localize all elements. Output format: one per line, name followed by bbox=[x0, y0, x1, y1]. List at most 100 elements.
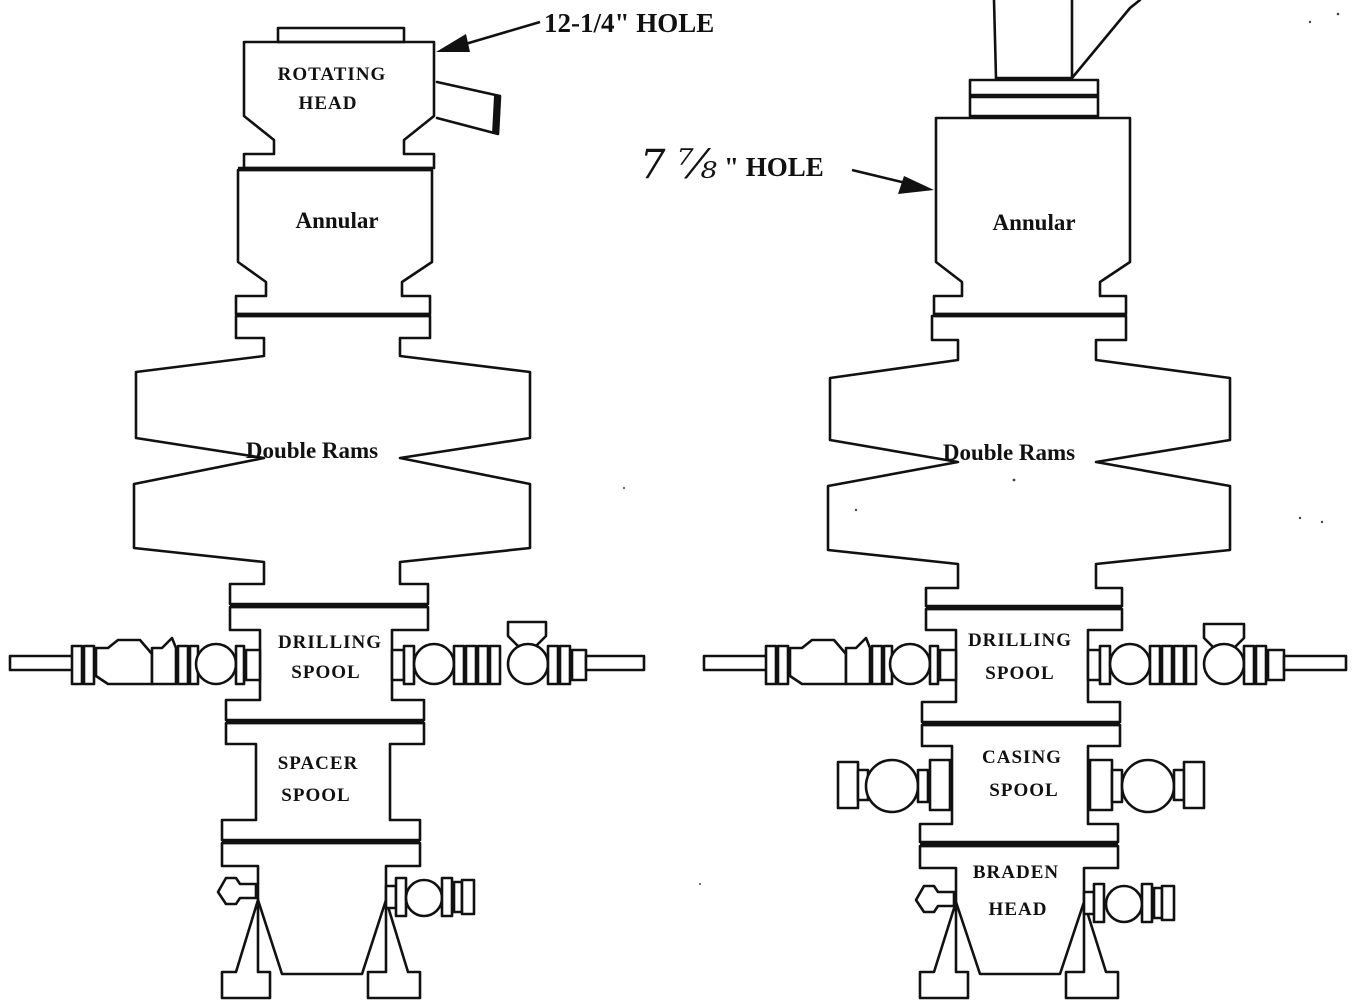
drilling-spool-label-line1: DRILLING bbox=[278, 632, 382, 653]
kill-line-pipe bbox=[702, 654, 770, 672]
valve-actuator bbox=[506, 620, 548, 648]
gate-valve bbox=[1104, 884, 1144, 924]
braden-head-body bbox=[918, 844, 1120, 976]
kill-line-pipe bbox=[8, 654, 76, 672]
gate-valve bbox=[194, 642, 238, 686]
valve-flange bbox=[570, 648, 588, 682]
spool-outlet bbox=[1086, 648, 1102, 682]
callout-arrow-line bbox=[851, 168, 911, 186]
valve-flange bbox=[836, 760, 860, 810]
flow-nipple bbox=[992, 0, 1142, 80]
valve-flange bbox=[488, 644, 502, 686]
left-spacer-spool: SPACER SPOOL bbox=[220, 721, 426, 845]
valve-flange bbox=[452, 644, 466, 686]
base-leg bbox=[918, 900, 970, 1000]
casing-spool-label-line2: SPOOL bbox=[989, 780, 1058, 801]
valve-flange bbox=[1182, 760, 1206, 810]
valve-flange bbox=[402, 644, 416, 686]
casing-valve bbox=[1120, 758, 1176, 814]
rotating-head-label-line1: ROTATING bbox=[278, 64, 387, 85]
rotating-head: ROTATING HEAD bbox=[242, 26, 502, 170]
left-kill-line bbox=[8, 636, 262, 686]
right-choke-line bbox=[1086, 622, 1348, 686]
valve-flange bbox=[1148, 644, 1162, 686]
right-braden-head: BRADEN HEAD bbox=[914, 844, 1176, 1000]
left-choke-line bbox=[390, 620, 646, 686]
valve-flange bbox=[1088, 758, 1114, 812]
valve-flange bbox=[1092, 882, 1106, 924]
valve-flange bbox=[476, 644, 490, 686]
side-outlet-plug bbox=[914, 884, 956, 914]
choke-line-pipe bbox=[1282, 654, 1348, 672]
valve-flange bbox=[464, 644, 478, 686]
rotating-head-body bbox=[242, 40, 436, 170]
hydraulic-valve bbox=[1202, 642, 1246, 686]
left-hole-size-label: 12-1/4" HOLE bbox=[544, 8, 714, 38]
rotating-head-cap bbox=[276, 26, 406, 44]
choke-line-pipe bbox=[584, 654, 646, 672]
spool-outlet bbox=[244, 648, 262, 682]
valve-flange bbox=[1242, 644, 1256, 686]
valve-flange bbox=[1098, 644, 1112, 686]
gate-valve bbox=[412, 642, 456, 686]
drilling-spool-label-line2: SPOOL bbox=[291, 662, 360, 683]
casing-valve bbox=[864, 758, 920, 814]
callout-arrowhead bbox=[436, 34, 470, 52]
valve-flange bbox=[1254, 644, 1268, 686]
flow-line-outlet bbox=[435, 80, 502, 136]
valve-flange bbox=[1266, 648, 1286, 682]
valve-flange bbox=[916, 768, 930, 804]
valve-flange bbox=[776, 644, 790, 686]
valve-flange bbox=[1140, 882, 1154, 924]
gate-valve bbox=[1108, 642, 1152, 686]
casing-spool-body bbox=[918, 723, 1122, 844]
right-hole-callout: 7 ⅞ " HOLE bbox=[640, 142, 934, 194]
spacer-spool-body bbox=[220, 721, 426, 842]
spool-outlet bbox=[938, 648, 958, 682]
double-rams-label: Double Rams bbox=[943, 440, 1075, 465]
valve-flange bbox=[1160, 884, 1176, 922]
left-annular: Annular bbox=[234, 166, 434, 318]
rotating-head-label-line2: HEAD bbox=[299, 93, 358, 114]
gate-valve bbox=[888, 642, 932, 686]
right-hole-size-label: " HOLE bbox=[724, 152, 824, 182]
valve-flange bbox=[234, 644, 246, 686]
valve-flange bbox=[82, 644, 96, 686]
left-double-rams: Double Rams bbox=[132, 314, 532, 606]
wellhead-body bbox=[220, 841, 422, 976]
spool-outlet bbox=[390, 648, 406, 682]
check-valve bbox=[94, 638, 154, 686]
right-annular: Annular bbox=[932, 116, 1132, 318]
valve-flange bbox=[844, 636, 872, 686]
base-leg bbox=[1064, 900, 1120, 1000]
braden-head-label-line1: BRADEN bbox=[973, 862, 1059, 883]
valve-flange bbox=[150, 636, 178, 686]
left-wellhead-base bbox=[216, 841, 476, 1000]
right-double-rams: Double Rams bbox=[826, 314, 1232, 608]
valve-flange bbox=[394, 876, 408, 918]
flow-line-end bbox=[492, 96, 500, 134]
base-leg bbox=[220, 898, 272, 1000]
valve-flange bbox=[1172, 644, 1186, 686]
right-hole-size-fraction: 7 ⅞ bbox=[640, 142, 717, 188]
callout-arrowhead bbox=[898, 176, 934, 194]
annular-body bbox=[234, 168, 434, 316]
base-leg bbox=[366, 898, 422, 1000]
valve-flange bbox=[1160, 644, 1174, 686]
spacer-spool-label-line1: SPACER bbox=[278, 753, 359, 774]
spacer-spool-label-line2: SPOOL bbox=[281, 785, 350, 806]
valve-flange bbox=[1172, 768, 1186, 802]
annular-label: Annular bbox=[295, 208, 378, 233]
left-bop-stack: ROTATING HEAD 12-1/4" HOLE Annular Doubl… bbox=[8, 8, 714, 1000]
valve-flange bbox=[1110, 768, 1124, 804]
annular-label: Annular bbox=[992, 210, 1075, 235]
side-outlet-plug bbox=[216, 876, 258, 906]
valve-flange bbox=[440, 876, 454, 918]
right-casing-spool: CASING SPOOL bbox=[836, 723, 1206, 848]
valve-flange bbox=[870, 644, 884, 686]
right-kill-line bbox=[702, 636, 958, 686]
callout-arrow-line bbox=[461, 20, 541, 47]
left-hole-callout: 12-1/4" HOLE bbox=[436, 8, 714, 52]
valve-flange bbox=[384, 884, 398, 910]
